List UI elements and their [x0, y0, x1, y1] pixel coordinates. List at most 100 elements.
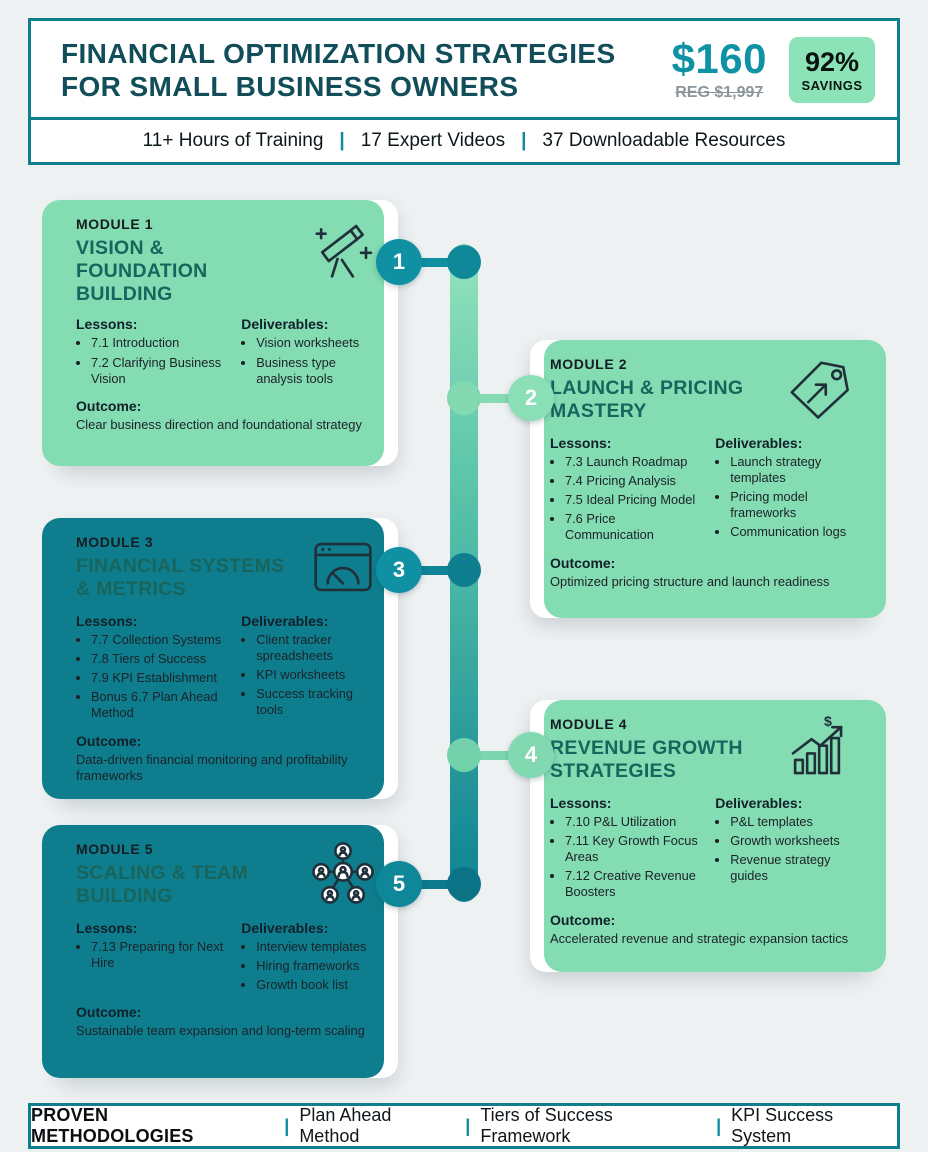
list-item: 7.4 Pricing Analysis: [565, 473, 703, 489]
card-columns: Lessons: 7.3 Launch Roadmap7.4 Pricing A…: [550, 435, 852, 547]
card-head: MODULE 3 FINANCIAL SYSTEMS & METRICS: [76, 534, 378, 602]
module-card-1: MODULE 1 VISION & FOUNDATION BUILDING: [56, 200, 398, 466]
module-title: FINANCIAL SYSTEMS & METRICS: [76, 555, 285, 600]
deliverables-list: Launch strategy templatesPricing model f…: [715, 454, 852, 541]
footer-divider: |: [284, 1115, 290, 1136]
deliverables-label: Deliverables:: [241, 613, 329, 629]
dashboard-gauge-icon: [308, 532, 378, 602]
page-title-line2: FOR SMALL BUSINESS OWNERS: [61, 71, 519, 103]
outcome-text: Optimized pricing structure and launch r…: [550, 573, 830, 589]
footer-divider: |: [465, 1115, 471, 1136]
outcome-section: Outcome: Optimized pricing structure and…: [550, 555, 852, 591]
timeline-node-3: [447, 553, 481, 587]
module-title: SCALING & TEAM BUILDING: [76, 862, 249, 907]
list-item: Growth worksheets: [730, 833, 852, 849]
module-label: MODULE 3: [76, 534, 154, 550]
footer-item-kpi-system: KPI Success System: [731, 1105, 834, 1146]
footer-item-plan-ahead: Plan Ahead Method: [299, 1105, 392, 1146]
outcome-section: Outcome: Data-driven financial monitorin…: [76, 733, 378, 786]
module-title: LAUNCH & PRICING MASTERY: [550, 377, 744, 422]
timeline-connector-5: [399, 880, 465, 889]
deliverables-list: Interview templatesHiring frameworksGrow…: [241, 939, 378, 993]
footer-item-tiers-of-success: Tiers of Success Framework: [480, 1105, 613, 1146]
list-item: 7.6 Price Communication: [565, 511, 703, 543]
card-head-text: MODULE 2 LAUNCH & PRICING MASTERY: [550, 356, 774, 423]
page-title-line1: FINANCIAL OPTIMIZATION STRATEGIES: [61, 38, 616, 69]
list-item: P&L templates: [730, 814, 852, 830]
module-card-2: MODULE 2 LAUNCH & PRICING MASTERY Lesson…: [530, 340, 872, 618]
list-item: 7.1 Introduction: [91, 335, 229, 351]
card-columns: Lessons: 7.10 P&L Utilization7.11 Key Gr…: [550, 795, 852, 904]
list-item: 7.5 Ideal Pricing Model: [565, 492, 703, 508]
lessons-column: Lessons: 7.10 P&L Utilization7.11 Key Gr…: [550, 795, 703, 904]
list-item: Interview templates: [256, 939, 378, 955]
footer: PROVEN METHODOLOGIES | Plan Ahead Method…: [28, 1103, 900, 1149]
list-item: 7.7 Collection Systems: [91, 632, 229, 648]
price: $160: [671, 35, 767, 83]
module-label: MODULE 5: [76, 841, 154, 857]
lessons-column: Lessons: 7.3 Launch Roadmap7.4 Pricing A…: [550, 435, 703, 547]
page-title: FINANCIAL OPTIMIZATION STRATEGIES FOR SM…: [61, 37, 656, 103]
card-columns: Lessons: 7.13 Preparing for Next Hire De…: [76, 920, 378, 996]
list-item: 7.8 Tiers of Success: [91, 651, 229, 667]
module-card-4: MODULE 4 REVENUE GROWTH STRATEGIES $: [530, 700, 872, 972]
timeline-connector-3: [399, 566, 465, 575]
list-item: Communication logs: [730, 524, 852, 540]
footer-title: PROVEN METHODOLOGIES: [31, 1105, 194, 1146]
deliverables-label: Deliverables:: [241, 316, 329, 333]
module-label: MODULE 2: [550, 356, 628, 372]
card-head: MODULE 5 SCALING & TEAM BUILDING: [76, 841, 378, 909]
outcome-section: Outcome: Sustainable team expansion and …: [76, 1004, 378, 1040]
outcome-label: Outcome:: [76, 397, 142, 414]
module-title: VISION & FOUNDATION BUILDING: [76, 237, 208, 305]
lessons-label: Lessons:: [76, 920, 138, 936]
card-head-text: MODULE 4 REVENUE GROWTH STRATEGIES: [550, 716, 755, 783]
stat-videos: 17 Expert Videos: [360, 130, 506, 152]
lessons-label: Lessons:: [76, 613, 138, 629]
module-number-badge-5: 5: [376, 861, 422, 907]
timeline-connector-2: [464, 394, 532, 403]
lessons-column: Lessons: 7.1 Introduction7.2 Clarifying …: [76, 316, 229, 389]
lessons-list: 7.3 Launch Roadmap 7.4 Pricing Analysis 7.…: [550, 454, 703, 544]
stats-divider: |: [521, 130, 527, 152]
module-number-badge-1: 1: [376, 239, 422, 285]
deliverables-column: Deliverables: Vision worksheetsBusiness …: [241, 316, 378, 389]
outcome-text: Sustainable team expansion and long-term…: [76, 1023, 365, 1039]
lessons-column: Lessons: 7.13 Preparing for Next Hire: [76, 920, 229, 996]
timeline-connector-1: [399, 258, 465, 267]
savings-badge: 92% SAVINGS: [789, 37, 875, 103]
price-block: $160 REG $1,997: [672, 38, 767, 102]
stat-resources: 37 Downloadable Resources: [542, 130, 786, 152]
telescope-icon: [308, 214, 378, 284]
outcome-label: Outcome:: [550, 911, 616, 928]
team-network-icon: [308, 839, 378, 909]
timeline-connector-4: [464, 751, 532, 760]
timeline-node-1: [447, 245, 481, 279]
list-item: Client tracker spreadsheets: [256, 632, 378, 664]
list-item: 7.12 Creative Revenue Boosters: [565, 868, 703, 900]
outcome-section: Outcome: Accelerated revenue and strateg…: [550, 912, 852, 948]
deliverables-column: Deliverables: P&L templatesGrowth worksh…: [715, 795, 852, 904]
list-item: Vision worksheets: [256, 335, 378, 351]
list-item: Bonus 6.7 Plan Ahead Method: [91, 689, 229, 721]
list-item: 7.3 Launch Roadmap: [565, 454, 703, 470]
savings-percent: 92%: [804, 47, 860, 78]
list-item: 7.11 Key Growth Focus Areas: [565, 833, 703, 865]
outcome-label: Outcome:: [76, 1004, 142, 1021]
card-head: MODULE 1 VISION & FOUNDATION BUILDING: [76, 216, 378, 305]
outcome-text: Data-driven financial monitoring and pro…: [76, 751, 348, 784]
list-item: Revenue strategy guides: [730, 852, 852, 884]
deliverables-column: Deliverables: Interview templatesHiring …: [241, 920, 378, 996]
module-number-badge-2: 2: [508, 375, 554, 421]
outcome-label: Outcome:: [76, 732, 142, 749]
list-item: 7.10 P&L Utilization: [565, 814, 703, 830]
card-head-text: MODULE 5 SCALING & TEAM BUILDING: [76, 841, 264, 908]
list-item: Growth book list: [256, 977, 378, 993]
lessons-list: 7.1 Introduction7.2 Clarifying Business …: [76, 335, 229, 386]
header-top: FINANCIAL OPTIMIZATION STRATEGIES FOR SM…: [31, 21, 897, 117]
outcome-text: Clear business direction and foundationa…: [76, 416, 362, 432]
timeline-node-5: [447, 867, 481, 901]
module-card-5: MODULE 5 SCALING & TEAM BUILDING: [56, 825, 398, 1078]
list-item: Business type analysis tools: [256, 355, 378, 387]
